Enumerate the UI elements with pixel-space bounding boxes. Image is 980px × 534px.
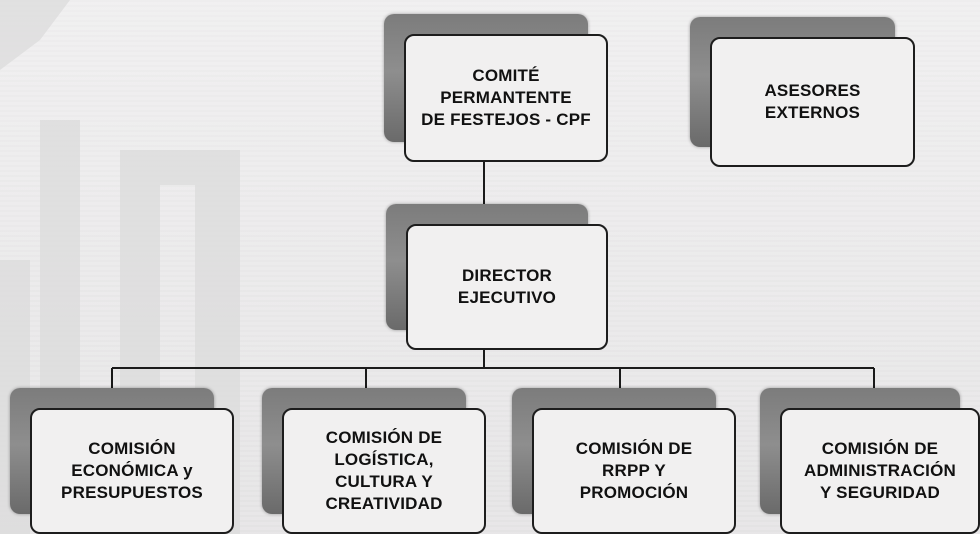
commission-2-label-line-1: COMISIÓN DE xyxy=(325,428,443,447)
director-label-line-1: DIRECTOR xyxy=(461,266,553,285)
advisors-label-line-2: EXTERNOS xyxy=(764,103,861,122)
committee-node-box: COMITÉ PERMANTENTE DE FESTEJOS - CPF xyxy=(404,34,608,162)
director-node-label: DIRECTOR EJECUTIVO xyxy=(458,265,556,309)
committee-label-line-3: DE FESTEJOS - CPF xyxy=(421,110,591,129)
committee-node: COMITÉ PERMANTENTE DE FESTEJOS - CPF xyxy=(384,14,608,162)
commission-node-2: COMISIÓN DE LOGÍSTICA, CULTURA Y CREATIV… xyxy=(262,388,486,534)
commission-3-label-line-3: PROMOCIÓN xyxy=(579,483,689,502)
commission-4-label-line-1: COMISIÓN DE xyxy=(821,439,939,458)
commission-4-label-line-2: ADMINISTRACIÓN xyxy=(803,461,956,480)
commission-4-label-line-3: Y SEGURIDAD xyxy=(820,483,940,502)
commission-node-1-label: COMISIÓN ECONÓMICA y PRESUPUESTOS xyxy=(61,438,203,504)
committee-node-label: COMITÉ PERMANTENTE DE FESTEJOS - CPF xyxy=(421,65,591,131)
committee-label-line-1: COMITÉ xyxy=(472,66,540,85)
director-node: DIRECTOR EJECUTIVO xyxy=(386,204,608,350)
commission-1-label-line-3: PRESUPUESTOS xyxy=(61,483,203,502)
advisors-node-label: ASESORES EXTERNOS xyxy=(764,80,860,124)
commission-node-3: COMISIÓN DE RRPP Y PROMOCIÓN xyxy=(512,388,736,534)
commission-node-3-box: COMISIÓN DE RRPP Y PROMOCIÓN xyxy=(532,408,736,534)
commission-3-label-line-1: COMISIÓN DE xyxy=(575,439,693,458)
commission-2-label-line-4: CREATIVIDAD xyxy=(325,494,443,513)
director-label-line-2: EJECUTIVO xyxy=(457,288,557,307)
commission-2-label-line-3: CULTURA Y xyxy=(335,472,433,491)
commission-2-label-line-2: LOGÍSTICA, xyxy=(334,450,434,469)
committee-label-line-2: PERMANTENTE xyxy=(440,88,572,107)
commission-node-4-box: COMISIÓN DE ADMINISTRACIÓN Y SEGURIDAD xyxy=(780,408,980,534)
commission-node-4-label: COMISIÓN DE ADMINISTRACIÓN Y SEGURIDAD xyxy=(804,438,956,504)
commission-1-label-line-2: ECONÓMICA y xyxy=(71,461,193,480)
commission-node-1: COMISIÓN ECONÓMICA y PRESUPUESTOS xyxy=(10,388,234,534)
commission-3-label-line-2: RRPP Y xyxy=(602,461,666,480)
director-node-box: DIRECTOR EJECUTIVO xyxy=(406,224,608,350)
advisors-label-line-1: ASESORES xyxy=(764,81,861,100)
advisors-node: ASESORES EXTERNOS xyxy=(690,17,915,167)
commission-node-2-box: COMISIÓN DE LOGÍSTICA, CULTURA Y CREATIV… xyxy=(282,408,486,534)
commission-node-4: COMISIÓN DE ADMINISTRACIÓN Y SEGURIDAD xyxy=(760,388,980,534)
commission-node-1-box: COMISIÓN ECONÓMICA y PRESUPUESTOS xyxy=(30,408,234,534)
commission-1-label-line-1: COMISIÓN xyxy=(88,439,176,458)
commission-node-2-label: COMISIÓN DE LOGÍSTICA, CULTURA Y CREATIV… xyxy=(325,427,442,515)
advisors-node-box: ASESORES EXTERNOS xyxy=(710,37,915,167)
commission-node-3-label: COMISIÓN DE RRPP Y PROMOCIÓN xyxy=(576,438,693,504)
